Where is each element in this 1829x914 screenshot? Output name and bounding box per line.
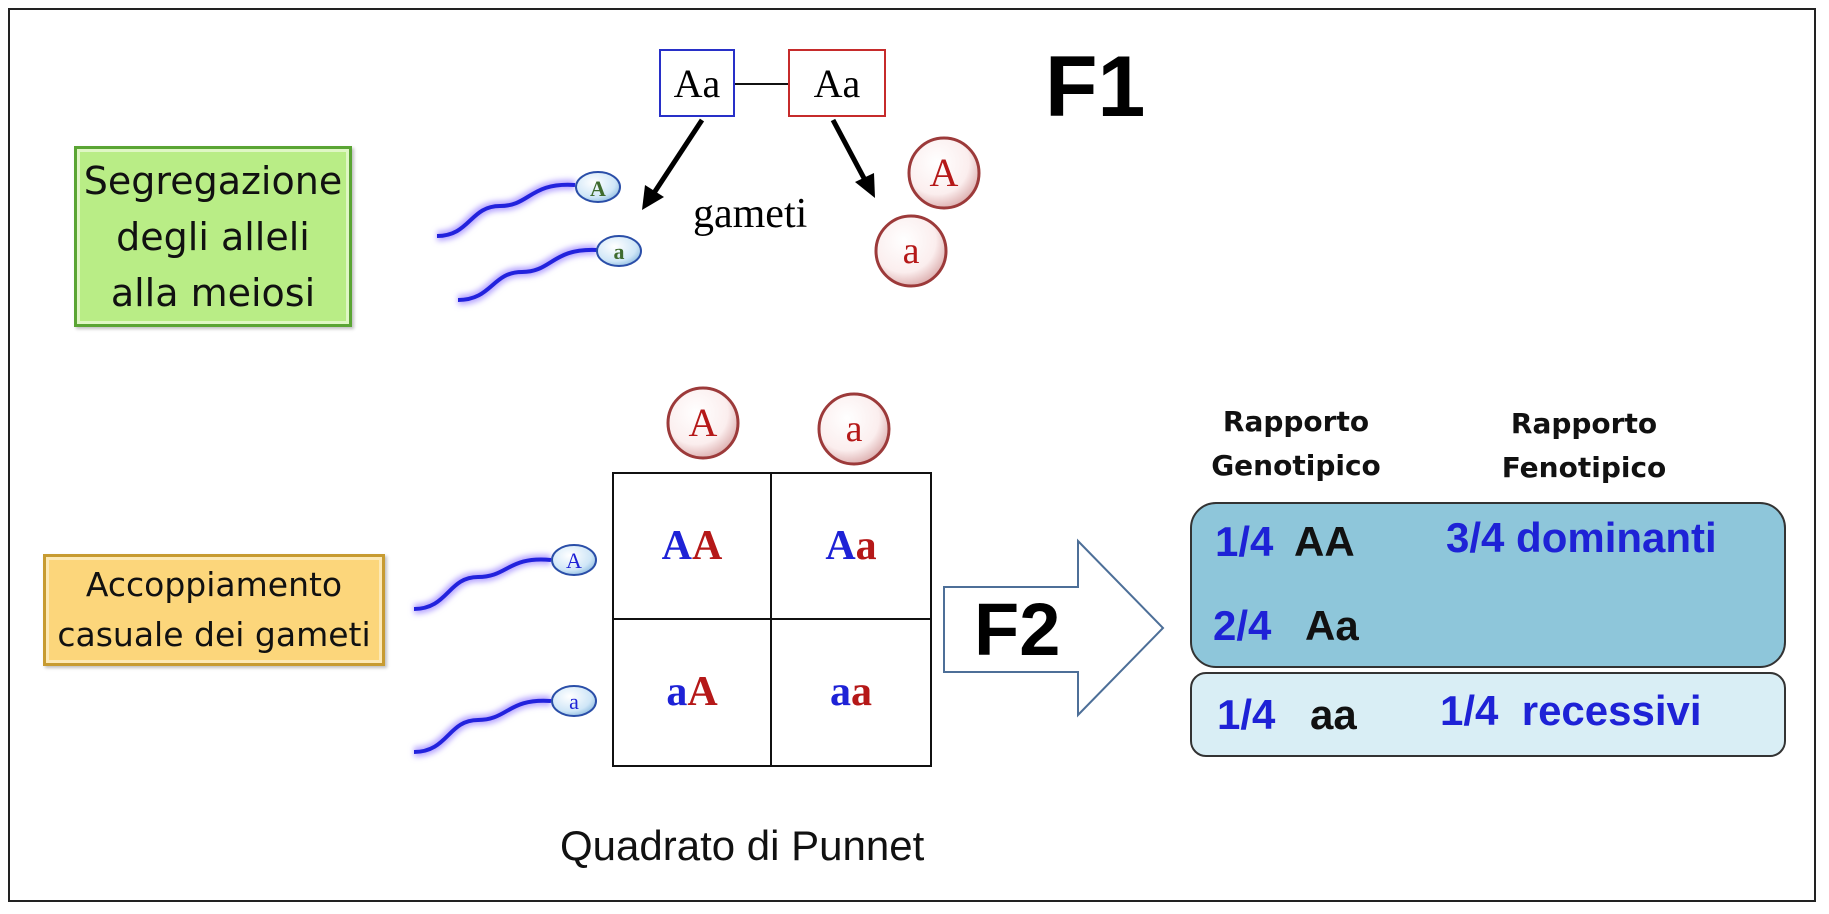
mating-label-line-1: Accoppiamento [85,565,343,604]
row-allele-label: a [569,689,579,714]
right-gamete-arrow [830,118,875,198]
egg-icon [874,214,948,288]
gametes-label: gameti [693,191,808,237]
ratio-phenotype: 1/4 recessivi [1440,687,1702,734]
cell-allele-red: a [851,669,872,716]
recessive-ratio-panel [1190,672,1786,757]
f1-title: F1 [1045,39,1146,135]
row-allele-label: A [566,548,582,573]
parent-right-genotype: Aa [813,60,861,106]
egg-icon [907,136,981,210]
ratio-genotype: AA [1294,518,1355,565]
ratio-fraction: 2/4 [1213,602,1272,649]
mating-label-line-2: casuale dei gameti [57,615,371,654]
egg-icon [666,386,740,460]
sperm-allele-label: A [590,176,606,201]
cell-allele-blue: a [830,669,851,716]
column-allele-label: a [846,408,863,450]
cell-allele-red: A [692,522,723,569]
column-allele-label: A [689,400,718,445]
cell-allele-blue: A [661,522,692,569]
dominant-ratio-panel [1190,502,1786,668]
sperm-icon [413,544,597,614]
sperm-icon [436,171,621,241]
left-gamete-arrow [642,118,705,210]
egg-icon [817,392,891,466]
egg-allele-label: a [903,230,920,272]
mating-label: Accoppiamento casuale dei gameti [43,554,385,666]
sperm-allele-label: A [590,176,606,201]
sperm-icon [413,685,597,757]
sperm-allele-label: a [614,239,625,264]
genotypic-ratio-header-line-1: Rapporto [1222,405,1370,438]
row-allele-label: A [566,548,582,573]
cell-allele-blue: A [825,522,856,569]
phenotypic-ratio-header-line-2: Fenotipico [1501,451,1667,484]
genotypic-ratio-header-line-2: Genotipico [1211,449,1381,482]
column-allele-label: a [846,408,863,450]
egg-allele-label: a [903,230,920,272]
row-allele-label: a [569,689,579,714]
phenotypic-ratio-header-line-1: Rapporto [1510,407,1658,440]
parent-left-genotype: Aa [673,60,721,106]
segregation-label-line-3: alla meiosi [110,270,316,315]
diagram-frame [8,8,1816,902]
ratio-phenotype: 3/4 dominanti [1446,514,1717,561]
segregation-label: Segregazione degli alleli alla meiosi [74,146,352,327]
f2-arrow [943,538,1165,718]
punnett-caption: Quadrato di Punnet [560,822,925,869]
genotypic-ratio-header: Rapporto Genotipico [1198,400,1394,488]
parent-right-box: Aa [788,49,886,117]
cell-allele-blue: a [666,669,688,716]
segregation-label-line-2: degli alleli [116,214,310,259]
egg-allele-label: A [930,150,959,195]
phenotypic-ratio-header: Rapporto Fenotipico [1486,402,1682,490]
segregation-label-line-1: Segregazione [83,158,343,203]
column-allele-label: A [689,400,718,445]
parent-left-box: Aa [659,49,735,117]
egg-allele-label: A [930,150,959,195]
ratio-genotype: Aa [1305,602,1359,649]
sperm-allele-label: a [614,239,625,264]
ratio-genotype: aa [1310,691,1357,738]
ratio-fraction: 1/4 [1217,691,1276,738]
sperm-icon [457,235,642,305]
ratio-fraction: 1/4 [1215,518,1274,565]
cell-allele-red: a [855,522,877,569]
f2-label: F2 [974,588,1061,671]
cell-allele-red: A [687,669,718,716]
